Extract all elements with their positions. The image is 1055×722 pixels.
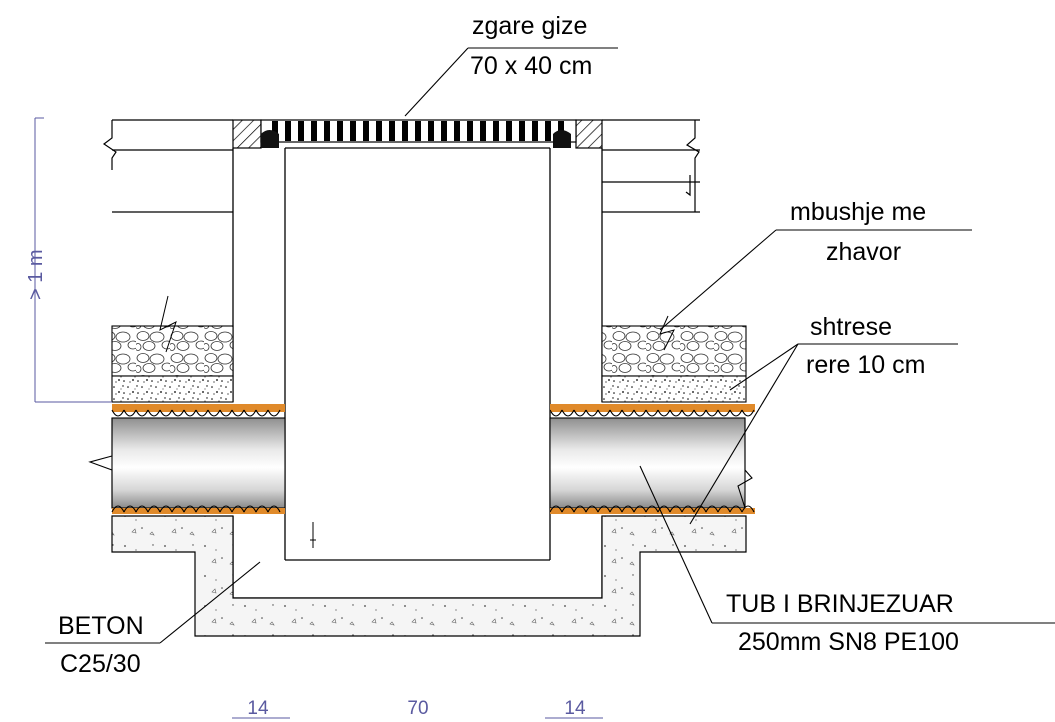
gravel-label-line2: zhavor bbox=[826, 238, 901, 266]
manhole-walls bbox=[232, 147, 603, 599]
grate-bar bbox=[337, 121, 343, 141]
grate-bar bbox=[532, 121, 538, 141]
invert-marker bbox=[310, 522, 316, 548]
sand-label-line2: rere 10 cm bbox=[806, 351, 925, 379]
grate-bar bbox=[506, 121, 512, 141]
grate-bar bbox=[363, 121, 369, 141]
concrete-base bbox=[111, 515, 747, 637]
grate-bar bbox=[389, 121, 395, 141]
grate-bar bbox=[402, 121, 408, 141]
grate-bar bbox=[493, 121, 499, 141]
grate-frame bbox=[232, 119, 603, 149]
grate-bars bbox=[272, 121, 564, 141]
grate-bar bbox=[350, 121, 356, 141]
grate-bar bbox=[324, 121, 330, 141]
grate-bar bbox=[298, 121, 304, 141]
dim-wall-left: 14 bbox=[247, 698, 269, 719]
grate-bar bbox=[415, 121, 421, 141]
dim-inner-width: 70 bbox=[407, 698, 428, 719]
concrete-label-line1: BETON bbox=[58, 612, 144, 640]
corrugated-pipe-right bbox=[549, 404, 755, 514]
grate-bar bbox=[519, 121, 525, 141]
grate-bar bbox=[545, 121, 551, 141]
grate-bar bbox=[480, 121, 486, 141]
grate-bar bbox=[454, 121, 460, 141]
road-slab-left bbox=[102, 119, 233, 213]
leader-lines bbox=[45, 47, 1055, 644]
concrete-label-line2: C25/30 bbox=[60, 650, 141, 678]
sand-label-line1: shtrese bbox=[810, 313, 892, 341]
grate-bar bbox=[272, 121, 278, 141]
grate-label-line1: zgare gize bbox=[472, 12, 587, 40]
grate-bar bbox=[376, 121, 382, 141]
corrugated-pipe-left bbox=[88, 404, 286, 514]
grate-bar bbox=[285, 121, 291, 141]
grate-label-line2: 70 x 40 cm bbox=[470, 52, 592, 80]
grate-bar bbox=[311, 121, 317, 141]
road-slab-right bbox=[602, 119, 700, 213]
pipe-label-line2: 250mm SN8 PE100 bbox=[738, 628, 959, 656]
dim-wall-right: 14 bbox=[564, 698, 586, 719]
depth-dimension bbox=[34, 117, 112, 403]
pipe-label-line1: TUB I BRINJEZUAR bbox=[726, 590, 954, 618]
depth-dimension-label: > 1 m bbox=[25, 249, 47, 300]
sand-layer bbox=[111, 375, 747, 403]
grate-bar bbox=[441, 121, 447, 141]
gravel-fill bbox=[111, 295, 747, 377]
gravel-label-line1: mbushje me bbox=[790, 198, 926, 226]
grate-bar bbox=[428, 121, 434, 141]
grate-bar bbox=[467, 121, 473, 141]
